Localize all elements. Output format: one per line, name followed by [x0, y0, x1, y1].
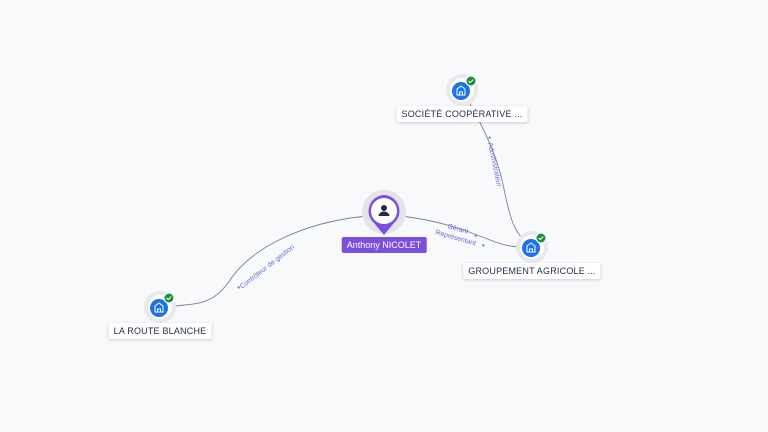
check-icon [535, 232, 547, 244]
edge-arrow [482, 244, 485, 247]
edge-arrow [474, 234, 477, 237]
company-node-route[interactable] [144, 291, 176, 323]
person-label[interactable]: Anthony NICOLET [341, 237, 427, 253]
check-icon [465, 75, 477, 87]
company-label-societe[interactable]: SOCIÉTÉ COOPÉRATIVE ... [396, 106, 528, 122]
company-label-groupement[interactable]: GROUPEMENT AGRICOLE ... [463, 263, 601, 279]
person-icon [378, 205, 390, 216]
check-icon [163, 292, 175, 304]
building-icon [154, 302, 164, 313]
edge-label-controleur: Contrôleur de gestion [239, 244, 296, 291]
edge-label-administrateur: Administrateur [486, 142, 502, 188]
edge-arrow [237, 286, 240, 289]
person-node[interactable] [362, 190, 406, 235]
edge-person-route [161, 215, 369, 309]
building-icon [456, 85, 466, 96]
company-node-groupement[interactable] [516, 231, 548, 263]
company-node-societe[interactable] [446, 74, 478, 106]
company-label-route[interactable]: LA ROUTE BLANCHE [108, 323, 212, 339]
edge-arrow [488, 136, 491, 139]
building-icon [526, 242, 536, 253]
